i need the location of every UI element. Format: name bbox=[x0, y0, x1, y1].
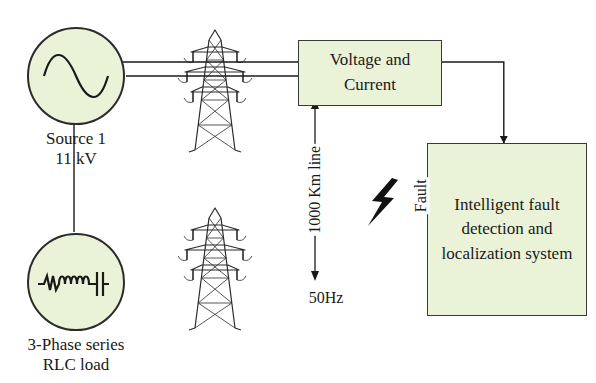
box-text: Intelligent fault detection and localiza… bbox=[436, 193, 578, 267]
transmission-line bbox=[442, 62, 504, 143]
transmission-line bbox=[126, 75, 298, 76]
fault-label: Fault bbox=[411, 178, 429, 215]
rlc-load-symbol bbox=[26, 232, 126, 332]
transmission-tower bbox=[178, 208, 252, 330]
measurement-box: Voltage and Current bbox=[298, 40, 442, 106]
load-circle: 3-Phase series RLC load bbox=[26, 232, 126, 332]
symbol-caption: Source 1 11 kV bbox=[39, 129, 113, 170]
frequency-label: 50Hz bbox=[307, 289, 346, 307]
transmission-tower bbox=[178, 30, 252, 152]
line-length-label: 1000 Km line bbox=[306, 144, 324, 236]
source-circle: Source 1 11 kV bbox=[26, 26, 126, 126]
fault-bolt bbox=[368, 178, 398, 226]
detection-system-box: Intelligent fault detection and localiza… bbox=[427, 143, 587, 316]
box-text: Voltage and Current bbox=[307, 48, 433, 97]
symbol-caption: 3-Phase series RLC load bbox=[15, 335, 137, 376]
ac-source-symbol bbox=[26, 26, 126, 126]
